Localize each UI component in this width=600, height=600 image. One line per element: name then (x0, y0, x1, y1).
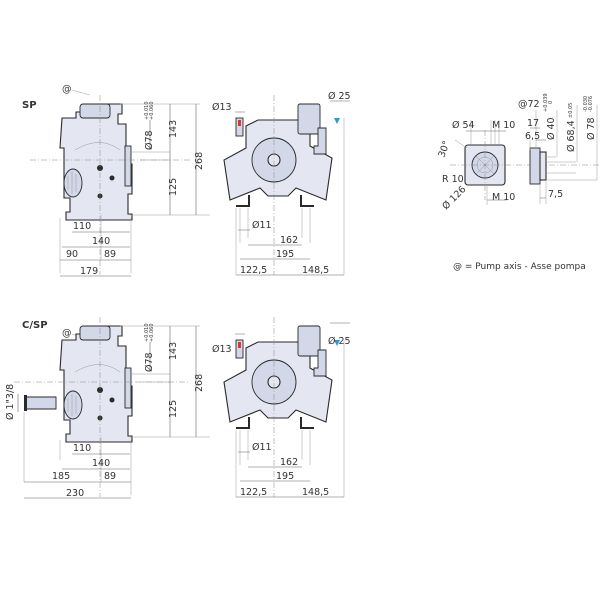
csp-label: C/SP (22, 320, 48, 331)
pump-axis-symbol: @ (62, 84, 72, 95)
csp-width-89: 89 (104, 471, 116, 482)
sp-height-268: 268 (194, 152, 205, 170)
sp-width-179: 179 (80, 266, 98, 277)
csp-tol-upper: +0.010 (144, 323, 150, 342)
csp-width-140: 140 (92, 458, 110, 469)
flange-detail: 30° 30° Ø 54 M 10 R 10 Ø 126 M 10 @72 17… (436, 93, 600, 212)
sp-width-89: 89 (104, 249, 116, 260)
csp-tol-lower: +0.060 (149, 323, 155, 342)
sp-width-122-5: 122,5 (240, 265, 267, 276)
csp-side-dimensions: Ø78 +0.010 +0.060 143 268 125 Ø 1"3/8 11… (5, 323, 205, 499)
csp-inlet-diameter: Ø13 (212, 344, 232, 355)
sp-tol-lower: +0.060 (149, 101, 155, 120)
sp-hole-diameter: Ø11 (252, 220, 272, 231)
flange-thread-m10-top: M 10 (492, 120, 515, 131)
flange-diameter-68-4: Ø 68,4 (566, 120, 577, 152)
flange-d78-tol-upper: -0.030 (583, 96, 589, 112)
sp-front-dimensions: Ø13 Ø 25 Ø11 162 195 122,5 148,5 (212, 91, 351, 276)
csp-width-110: 110 (73, 443, 91, 454)
csp-side-view (59, 325, 133, 443)
csp-height-268: 268 (194, 374, 205, 392)
flange-diameter-126: Ø 126 (440, 184, 468, 212)
sp-height-125: 125 (168, 178, 179, 196)
sp-inlet-diameter: Ø13 (212, 102, 232, 113)
flange-diameter-78: Ø 78 (586, 117, 597, 140)
flange-d68-4-tol: ±0.05 (568, 103, 574, 118)
csp-width-148-5: 148,5 (302, 487, 329, 498)
sp-tol-upper: +0.010 (144, 101, 150, 120)
flange-side-view (529, 147, 541, 185)
legend-pump-axis: @ = Pump axis - Asse pompa (453, 262, 586, 272)
flange-width-17: 17 (527, 118, 539, 129)
flange-d40-tol-upper: +0.039 (543, 93, 549, 112)
sp-width-90: 90 (66, 249, 78, 260)
csp-front-dimensions: Ø13 Ø 25 Ø11 162 195 122,5 148,5 (212, 336, 351, 498)
sp-side-view (59, 103, 133, 221)
flange-axis-72: @72 (518, 99, 540, 110)
sp-width-162: 162 (280, 235, 298, 246)
csp-width-185: 185 (52, 471, 70, 482)
csp-gearbox-shaft-diameter: Ø 1"3/8 (5, 384, 16, 420)
flange-thread-m10-bottom: M 10 (492, 192, 515, 203)
csp-width-162: 162 (280, 457, 298, 468)
flange-d40-tol-lower: 0 (548, 101, 554, 104)
sp-width-140: 140 (92, 236, 110, 247)
csp-width-122-5: 122,5 (240, 487, 267, 498)
flange-diameter-40: Ø 40 (546, 117, 557, 140)
csp-pump-axis-symbol: @ (62, 328, 72, 339)
flange-width-7-5: 7,5 (548, 189, 563, 200)
sp-height-143: 143 (168, 120, 179, 138)
csp-width-230: 230 (66, 488, 84, 499)
sp-front-view (223, 103, 341, 208)
sp-width-148-5: 148,5 (302, 265, 329, 276)
csp-height-143: 143 (168, 342, 179, 360)
sp-side-dimensions: Ø78 +0.010 +0.060 143 268 125 110 140 90… (30, 95, 210, 277)
sp-label: SP (22, 100, 37, 111)
csp-height-125: 125 (168, 400, 179, 418)
csp-width-195: 195 (276, 471, 294, 482)
csp-hole-diameter: Ø11 (252, 442, 272, 453)
flange-width-6-5: 6,5 (525, 131, 540, 142)
sp-width-195: 195 (276, 249, 294, 260)
flange-diameter-54: Ø 54 (452, 120, 475, 131)
sp-shaft-diameter: Ø78 (144, 130, 155, 150)
csp-front-view (223, 325, 341, 430)
sp-outlet-diameter: Ø 25 (328, 91, 351, 102)
flange-angle: 30° (436, 139, 452, 159)
csp-outlet-diameter: Ø 25 (328, 336, 351, 347)
flange-d78-tol-lower: -0.076 (588, 96, 594, 112)
csp-shaft-diameter: Ø78 (144, 352, 155, 372)
sp-width-110: 110 (73, 221, 91, 232)
flange-radius-10: R 10 (442, 174, 464, 185)
